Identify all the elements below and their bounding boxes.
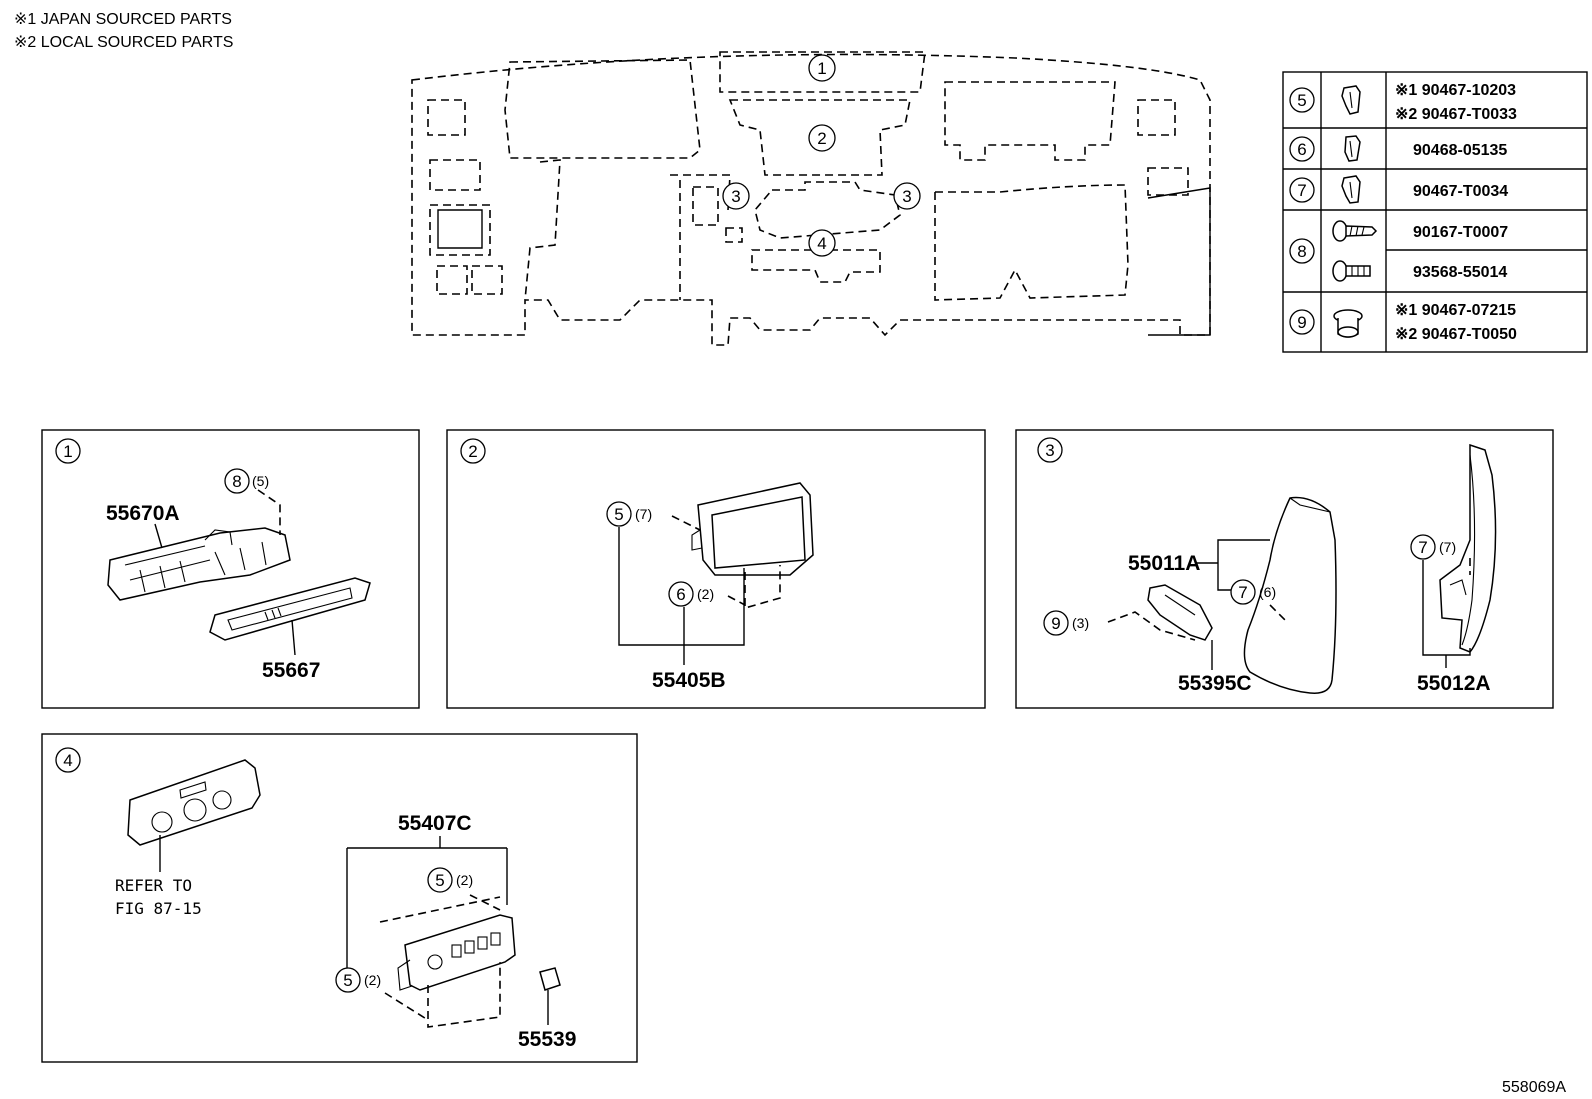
panel-index: 1 (63, 442, 72, 461)
side-panel-part (1243, 496, 1337, 694)
display-bracket-part (691, 482, 814, 576)
svg-text:(7): (7) (635, 506, 652, 522)
screw-icon (1332, 260, 1371, 282)
fastener-table: 5 ※1 90467-10203 ※2 90467-T0033 6 90468-… (1282, 71, 1588, 353)
part-label-55405B: 55405B (652, 669, 726, 692)
part-number: ※2 90467-T0050 (1395, 326, 1517, 343)
table-row: 8 90167-T0007 93568-55014 (1289, 220, 1508, 282)
part-number: ※1 90467-07215 (1395, 302, 1516, 319)
fastener-callout: 5 (7) (606, 501, 701, 531)
clip-icon (1341, 85, 1361, 115)
svg-text:9: 9 (1297, 313, 1306, 332)
overview-callout-3-left: 3 (722, 182, 750, 210)
part-label-55012A: 55012A (1417, 672, 1491, 695)
overview-callout-1: 1 (808, 54, 836, 82)
detail-panel-1: 1 55670A 55667 8 (5) (41, 429, 420, 709)
part-number: ※2 90467-T0033 (1395, 106, 1517, 123)
detail-panel-3: 3 55011A 7 (6) 9 (3) 55395C (1015, 429, 1554, 709)
part-number: 90467-T0034 (1413, 183, 1508, 200)
svg-text:7: 7 (1418, 538, 1427, 557)
fastener-callout: 9 (3) (1043, 610, 1196, 641)
svg-text:6: 6 (676, 585, 685, 604)
table-row: 9 ※1 90467-07215 ※2 90467-T0050 (1289, 302, 1517, 343)
panel-index: 2 (468, 442, 477, 461)
part-label-55539: 55539 (518, 1028, 576, 1051)
svg-text:1: 1 (817, 59, 826, 78)
svg-text:9: 9 (1051, 614, 1060, 633)
dashboard-overview (411, 51, 1211, 346)
part-number: 90167-T0007 (1413, 224, 1508, 241)
table-row: 7 90467-T0034 (1289, 175, 1508, 204)
part-label-55395C: 55395C (1178, 672, 1252, 695)
table-row: 6 90468-05135 (1289, 135, 1507, 162)
figure-code: 558069A (1502, 1079, 1566, 1096)
panel-index: 4 (63, 751, 72, 770)
overview-callout-4: 4 (808, 229, 836, 257)
fastener-callout: 6 (2) (668, 581, 746, 607)
detail-panel-4: 4 REFER TO FIG 87-15 55407C 5 (2) (41, 733, 638, 1063)
fastener-callout: 7 (6) (1230, 579, 1286, 621)
svg-text:5: 5 (435, 871, 444, 890)
svg-text:8: 8 (1297, 242, 1306, 261)
vent-upper-part (107, 527, 291, 601)
svg-text:2: 2 (817, 129, 826, 148)
svg-text:(2): (2) (364, 972, 381, 988)
switch-part (539, 967, 561, 991)
overview-callout-3-right: 3 (893, 182, 921, 210)
cluster-panel-part (397, 914, 516, 991)
svg-text:(2): (2) (456, 872, 473, 888)
push-rivet-icon (1333, 309, 1363, 338)
svg-text:5: 5 (1297, 91, 1306, 110)
part-number: ※1 90467-10203 (1395, 82, 1516, 99)
svg-text:(7): (7) (1439, 539, 1456, 555)
vent-lower-part (209, 577, 371, 641)
svg-text:(2): (2) (697, 586, 714, 602)
svg-text:6: 6 (1297, 140, 1306, 159)
fastener-callout: 7 (7) (1410, 534, 1471, 575)
part-label-55667: 55667 (262, 659, 320, 682)
part-label-55011A: 55011A (1128, 552, 1200, 575)
climate-control-part (127, 759, 261, 846)
part-number: 90468-05135 (1413, 142, 1507, 159)
table-row: 5 ※1 90467-10203 ※2 90467-T0033 (1289, 82, 1517, 123)
bracket-part (1147, 584, 1213, 641)
svg-text:7: 7 (1297, 181, 1306, 200)
detail-panel-2: 2 5 (7) 6 (2) 55405B (446, 429, 986, 709)
part-label-55407C: 55407C (398, 812, 472, 835)
overview-callout-2: 2 (808, 124, 836, 152)
part-label-55670A: 55670A (106, 502, 180, 525)
clip-icon (1344, 135, 1361, 162)
svg-text:5: 5 (343, 971, 352, 990)
svg-text:3: 3 (902, 187, 911, 206)
svg-text:4: 4 (817, 234, 826, 253)
note-japan-sourced: ※1 JAPAN SOURCED PARTS (14, 11, 232, 28)
clip-icon (1341, 175, 1361, 204)
panel-index: 3 (1045, 441, 1054, 460)
fastener-callout: 5 (2) (335, 967, 429, 1021)
refer-note: REFER TO (115, 876, 192, 895)
svg-text:(6): (6) (1259, 584, 1276, 600)
svg-text:7: 7 (1238, 583, 1247, 602)
svg-text:8: 8 (232, 472, 241, 491)
svg-text:(3): (3) (1072, 615, 1089, 631)
fastener-callout: 5 (2) (427, 867, 501, 911)
note-local-sourced: ※2 LOCAL SOURCED PARTS (14, 34, 233, 51)
part-number: 93568-55014 (1413, 264, 1507, 281)
screw-icon (1332, 220, 1378, 242)
svg-text:5: 5 (614, 505, 623, 524)
fastener-callout: 8 (5) (224, 468, 281, 535)
refer-note: FIG 87-15 (115, 899, 202, 918)
svg-text:3: 3 (731, 187, 740, 206)
svg-text:(5): (5) (252, 473, 269, 489)
end-cover-part (1439, 443, 1497, 653)
